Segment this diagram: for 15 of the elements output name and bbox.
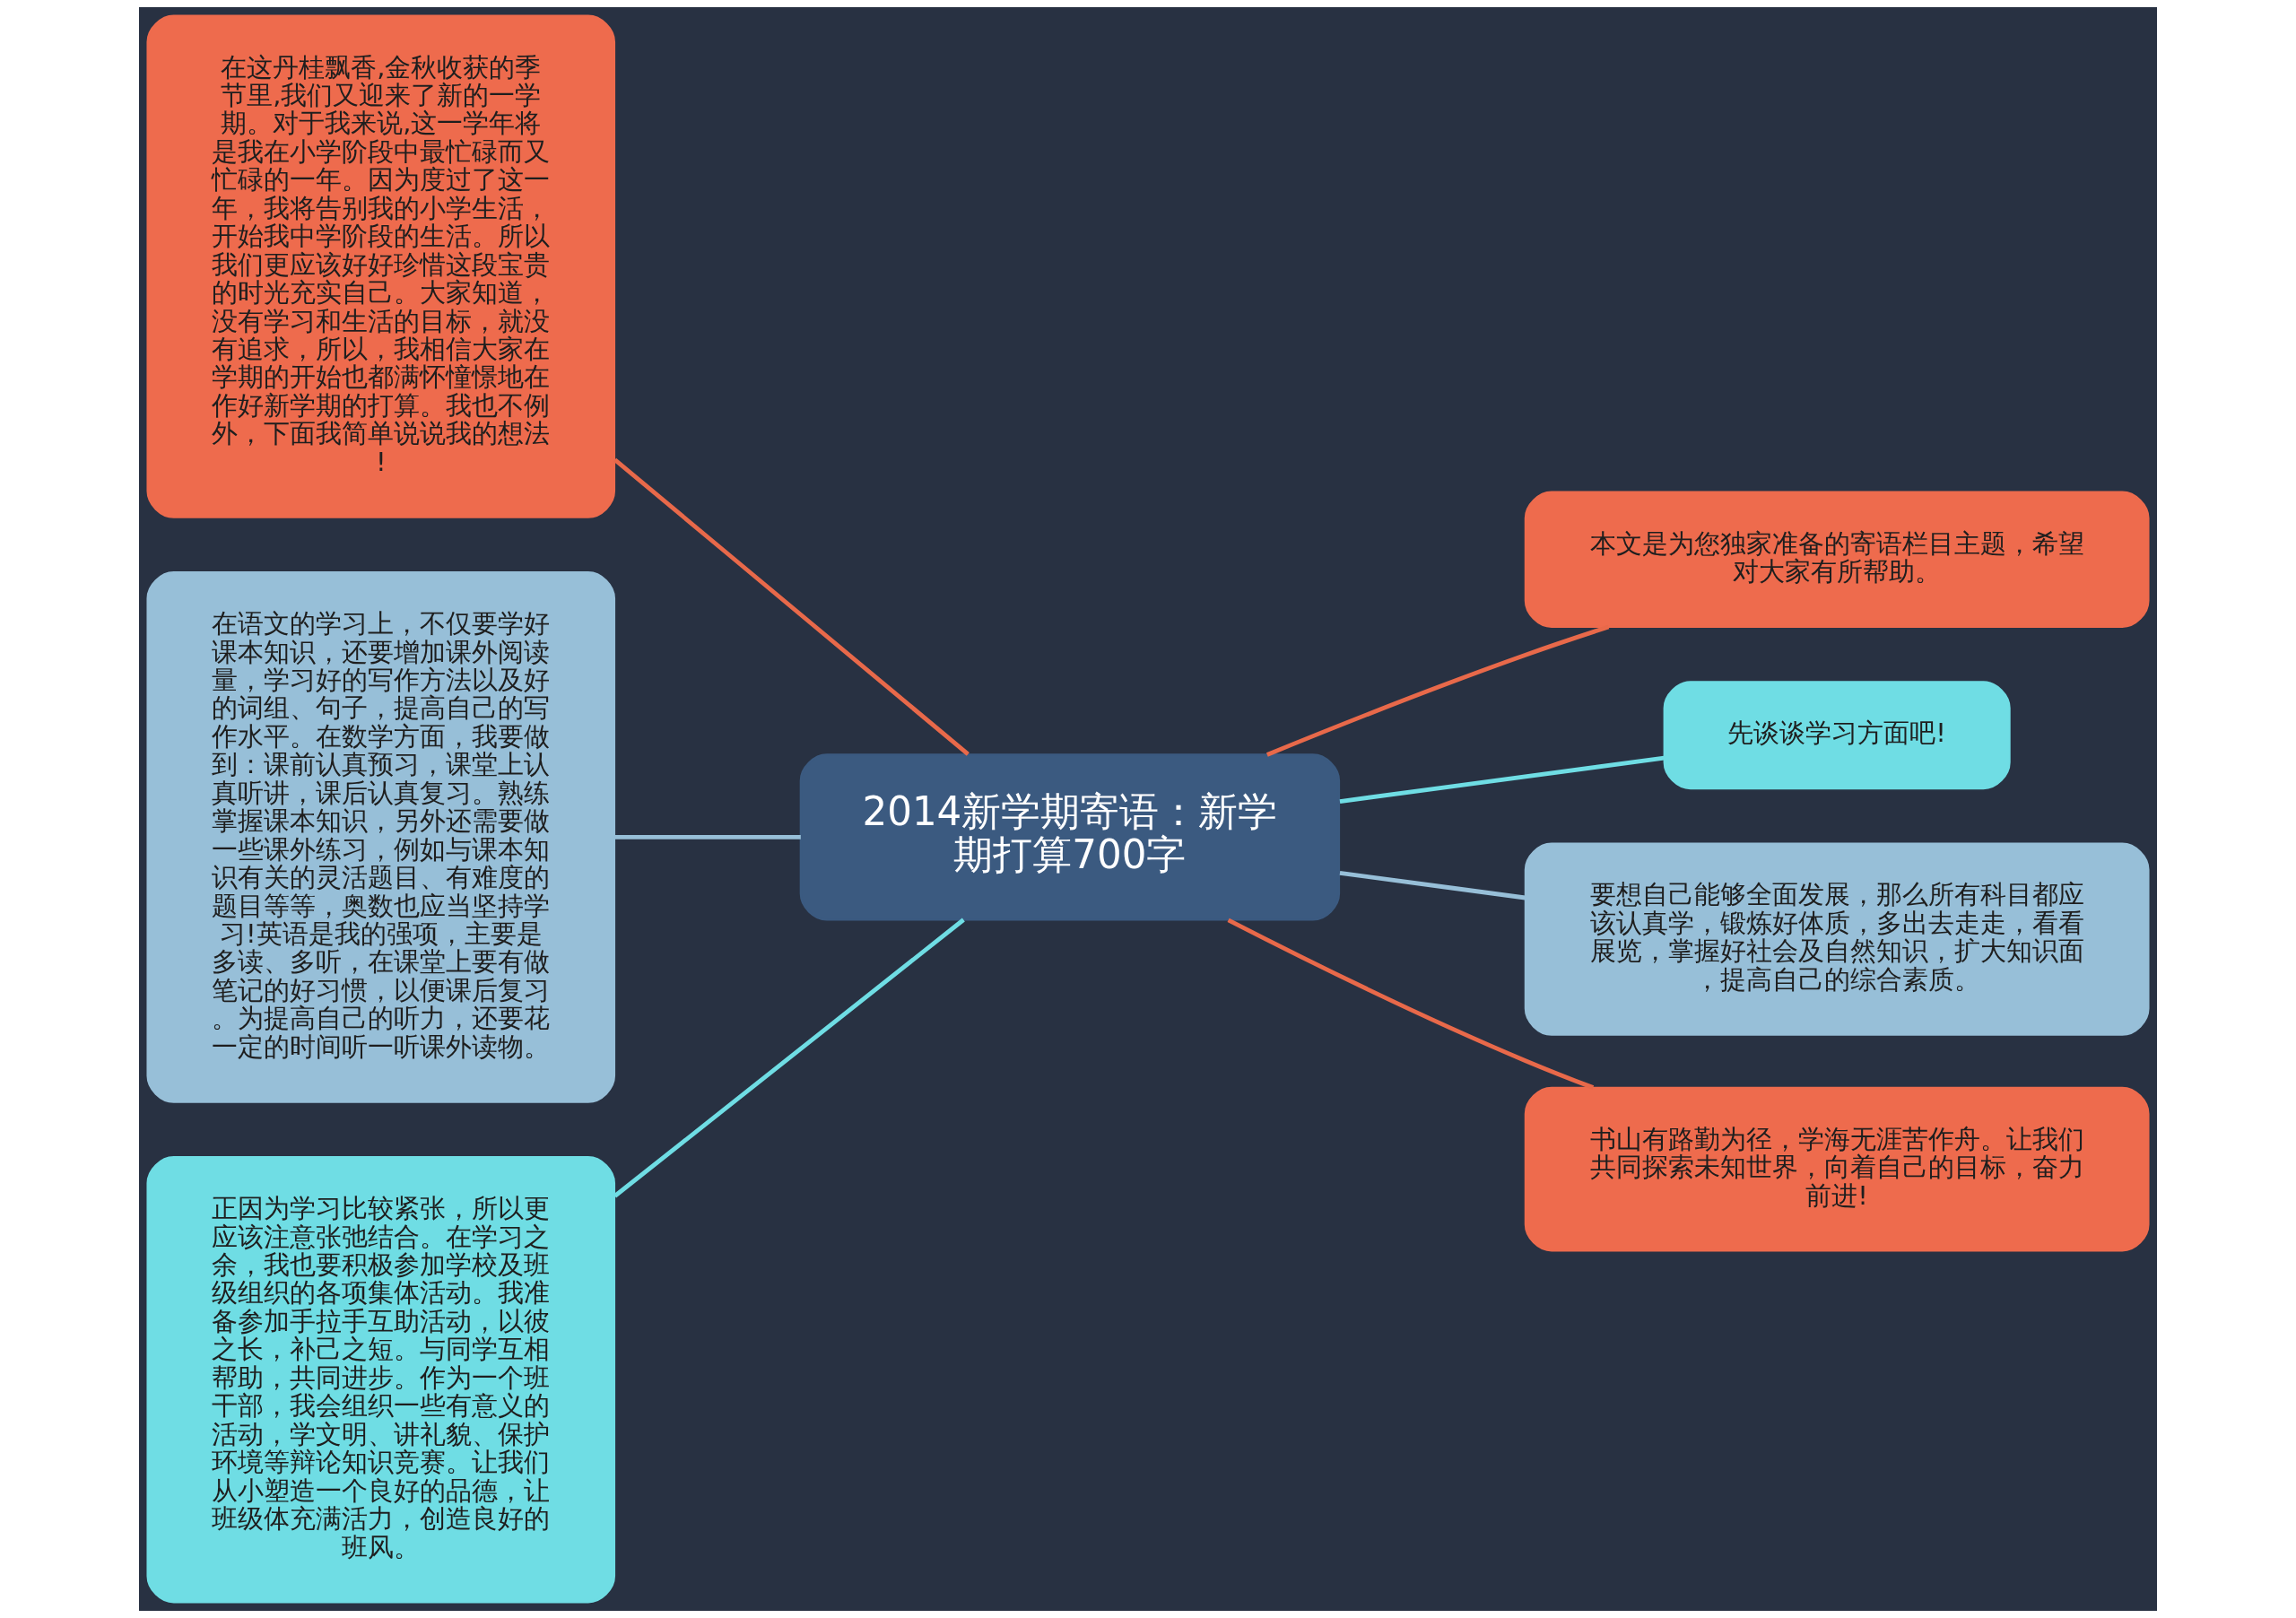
node-box: 书山有路勤为径，学海无涯苦作舟。让我们共同探索未知世界，向着自己的目标，奋力前进! [1524,1086,2150,1252]
connector [1227,918,1595,1090]
node-box: 2014新学期寄语：新学期打算700字 [799,753,1341,921]
connector [1339,755,1665,804]
node-box: 本文是为您独家准备的寄语栏目主题，希望对大家有所帮助。 [1524,491,2150,628]
connector [1265,624,1610,757]
connector [613,918,965,1198]
connector [614,835,801,839]
node-box: 在这丹桂飘香,金秋收获的季节里,我们又迎来了新的一学期。对于我来说,这一学年将是我在小学阶段中最忙碌而又忙碌的一年。因为度过了这一年，我将告别我的小学生活，开始我中学阶段的生活。所以我们更应该好好珍惜这段宝贵的时光充实自己。大家知道，没有学习和生活的目标，就没有追求，所以，我相信大家在学期的开始也都满怀憧憬地在作好新学期的打算。我也不例外，下面我简单说说我的想法! [146,14,616,518]
node-box: 正因为学习比较紧张，所以更应该注意张弛结合。在学习之余，我也要积极参加学校及班级组织的各项集体活动。我准备参加手拉手互助活动，以彼之长，补己之短。与同学互相帮助，共同进步。作为一个班干部，我会组织一些有意义的活动，学文明、讲礼貌、保护环境等辩论知识竞赛。让我们从小塑造一个良好的品德，让班级体充满活力，创造良好的班风。 [146,1156,616,1604]
node-box: 要想自己能够全面发展，那么所有科目都应该认真学，锻炼好体质，多出去走走，看看展览，掌握好社会及自然知识，扩大知识面，提高自己的综合素质。 [1524,842,2150,1036]
connector [1339,870,1526,900]
node-box: 在语文的学习上，不仅要学好课本知识，还要增加课外阅读量，学习好的写作方法以及好的词组、句子，提高自己的写作水平。在数学方面，我要做到：课前认真预习，课堂上认真听讲，课后认真复习。熟练掌握课本知识，另外还需要做一些课外练习，例如与课本知识有关的灵活题目、有难度的题目等等，奥数也应当坚持学习!英语是我的强项，主要是多读、多听，在课堂上要有做笔记的好习惯，以便课后复习。为提高自己的听力，还要花一定的时间听一听课外读物。 [146,571,616,1103]
connector [613,457,970,756]
node-box: 先谈谈学习方面吧! [1663,681,2011,790]
